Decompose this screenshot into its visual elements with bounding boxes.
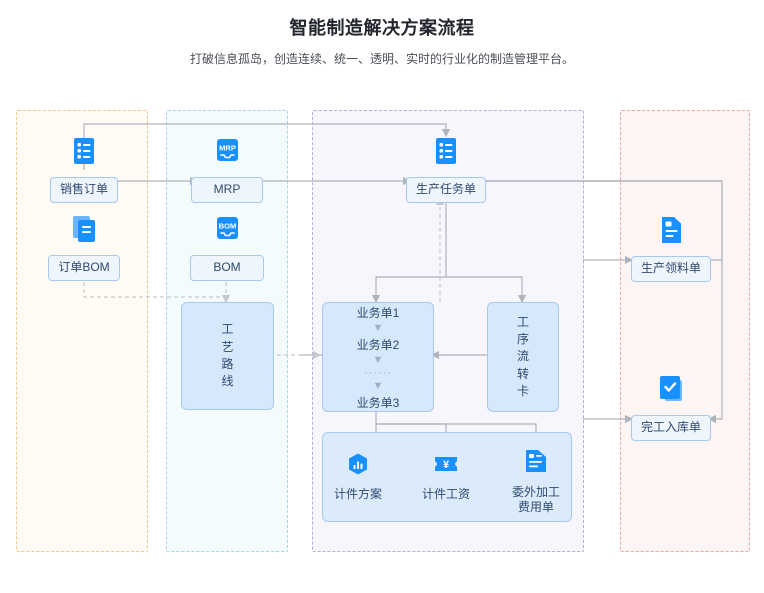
page-subtitle: 打破信息孤岛，创造连续、统一、透明、实时的行业化的制造管理平台。 [189, 52, 574, 66]
node-process-route[interactable]: 工 艺 路 线 [181, 302, 274, 410]
mrp-label: MRP [190, 177, 264, 203]
process-card-label: 工 序 流 转 卡 [488, 303, 558, 411]
process-route-char: 工 [221, 322, 234, 337]
outsourcing-fee-line1: 委外加工 [511, 485, 560, 499]
production-task-label: 生产任务单 [406, 177, 487, 203]
order-bom-label: 订单BOM [48, 255, 120, 281]
node-piecework-wage[interactable]: ¥ 计件工资 [418, 452, 474, 502]
bom-badge-icon: BOM [213, 214, 241, 249]
sales-order-label: 销售订单 [50, 177, 119, 203]
node-finished-goods[interactable]: 完工入库单 [631, 374, 712, 441]
down-arrow-icon: ▼ [372, 379, 384, 392]
finished-goods-label: 完工入库单 [631, 415, 712, 441]
process-route-char: 艺 [221, 339, 234, 354]
lane-inventory [620, 110, 750, 552]
node-mrp[interactable]: MRP MRP [190, 136, 264, 203]
business-order-item: 业务单2 [356, 337, 400, 352]
business-orders-stack: 业务单1 ▼ 业务单2 ▼ ······ ▼ 业务单3 [323, 303, 433, 411]
down-arrow-icon: ▼ [372, 321, 384, 334]
hexagon-chart-icon [346, 452, 370, 481]
business-order-item: 业务单3 [356, 395, 400, 410]
business-orders-ellipsis: ······ [364, 366, 392, 379]
outsourcing-fee-line2: 费用单 [517, 500, 554, 514]
business-order-item: 业务单1 [356, 305, 400, 320]
bom-icon-text: BOM [219, 222, 237, 231]
node-production-task[interactable]: 生产任务单 [406, 136, 487, 203]
node-business-orders[interactable]: 业务单1 ▼ 业务单2 ▼ ······ ▼ 业务单3 [322, 302, 434, 412]
node-bom[interactable]: BOM BOM [190, 214, 264, 281]
node-order-bom[interactable]: 订单BOM [48, 214, 120, 281]
process-card-char: 序 [516, 331, 529, 346]
node-material-requisition[interactable]: 生产领料单 [631, 215, 712, 282]
list-document-icon [71, 136, 97, 171]
process-route-char: 路 [221, 357, 234, 371]
process-route-label: 工 艺 路 线 [182, 303, 273, 409]
mrp-icon-text: MRP [219, 144, 236, 153]
file-lines-icon [658, 215, 684, 250]
mrp-badge-icon: MRP [213, 136, 241, 171]
piecework-wage-label: 计件工资 [421, 487, 470, 501]
process-card-char: 转 [516, 366, 529, 381]
bom-label: BOM [190, 255, 264, 281]
process-route-char: 线 [221, 374, 234, 389]
checklist-document-icon [433, 136, 459, 171]
piecework-group-box [322, 432, 572, 522]
material-requisition-label: 生产领料单 [631, 256, 712, 282]
node-process-card[interactable]: 工 序 流 转 卡 [487, 302, 559, 412]
node-piecework-plan[interactable]: 计件方案 [330, 452, 386, 502]
process-card-char: 工 [516, 314, 529, 329]
yuan-ticket-icon: ¥ [433, 452, 459, 481]
invoice-document-icon [523, 448, 549, 479]
process-card-char: 卡 [516, 384, 529, 399]
outsourcing-fee-label: 委外加工 费用单 [512, 485, 560, 515]
process-card-char: 流 [516, 349, 529, 364]
yuan-icon-text: ¥ [443, 459, 450, 471]
check-stacked-icon [657, 374, 685, 409]
page-title: 智能制造解决方案流程 [289, 18, 475, 38]
node-sales-order[interactable]: 销售订单 [50, 136, 119, 203]
down-arrow-icon: ▼ [372, 353, 384, 366]
node-outsourcing-fee[interactable]: 委外加工 费用单 [506, 448, 566, 515]
piecework-plan-label: 计件方案 [333, 487, 382, 501]
stacked-document-icon [70, 214, 98, 249]
